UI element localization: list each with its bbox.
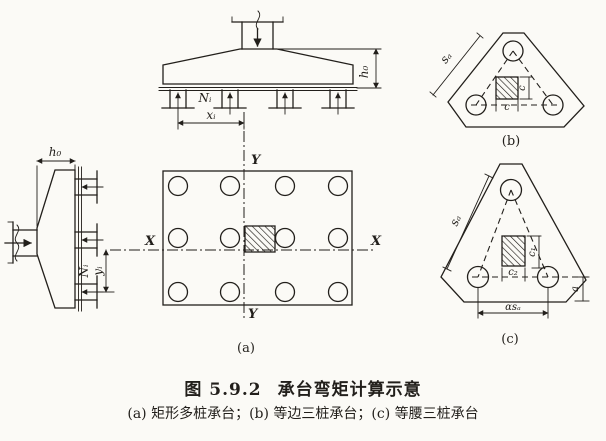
- c1-label: c₁: [527, 247, 538, 257]
- break-mark: [255, 10, 261, 30]
- pile-circles: [466, 178, 560, 289]
- c1-dimension: c₁: [526, 235, 546, 269]
- yi-dimension: Nᵢ yᵢ: [77, 249, 115, 293]
- figure-number: 图 5.9.2: [184, 380, 262, 400]
- edge-distance-label: a: [570, 286, 581, 292]
- pile-force-label: Nᵢ: [77, 264, 91, 279]
- pile: [213, 89, 247, 115]
- sa-dimension: sₐ: [429, 32, 484, 98]
- pile-tie-line: [477, 189, 512, 278]
- c-vertical-dimension: c: [517, 76, 533, 100]
- alpha-sa-dimension: αsₐ: [477, 287, 549, 319]
- column-section-hatched: [501, 235, 526, 267]
- edge-distance-dimension: a: [570, 276, 590, 302]
- sa-label: sₐ: [437, 49, 455, 66]
- pile: [74, 275, 104, 309]
- pile: [161, 89, 195, 115]
- sa-dimension: sₐ: [442, 173, 494, 272]
- xi-dimension: xᵢ: [177, 108, 245, 130]
- axis-y-label-bottom: Y: [248, 307, 259, 322]
- h0-label: h₀: [357, 66, 371, 79]
- c-label-vertical: c: [517, 85, 528, 91]
- column-stub: [4, 221, 38, 264]
- yi-label: yᵢ: [91, 266, 105, 277]
- h0-dimension-left: h₀: [36, 145, 76, 227]
- column-stub: [231, 10, 284, 50]
- pile-tie-line: [475, 50, 514, 106]
- subfigure-tag-c: (c): [501, 332, 518, 347]
- pile: [74, 223, 104, 257]
- figure-caption: 图 5.9.2 承台弯矩计算示意: [0, 375, 606, 400]
- pile-cap-outline: [36, 169, 76, 309]
- plan-view-rect-cap: Y Y X X (a): [110, 112, 382, 356]
- equilateral-three-pile-cap: c c sₐ (b): [429, 32, 585, 149]
- cap-outline: [447, 32, 585, 128]
- pile-tie-line: [510, 189, 549, 278]
- pile: [268, 89, 302, 115]
- figure-subcaption: (a) 矩形多桩承台；(b) 等边三桩承台；(c) 等腰三桩承台: [127, 406, 479, 422]
- pile-circles: [465, 40, 564, 116]
- figure-drawing: Nᵢ xᵢ h₀: [4, 10, 590, 356]
- cap-plan-outline: [162, 170, 353, 306]
- column-section-hatched: [244, 225, 276, 253]
- alpha-sa-label: αsₐ: [505, 302, 521, 313]
- xi-label: xᵢ: [206, 108, 216, 122]
- sa-label: sₐ: [447, 213, 464, 228]
- c2-dimension: c₂: [501, 267, 526, 282]
- pile-cap-outline: [162, 48, 354, 85]
- h0-label: h₀: [49, 145, 62, 159]
- pile-tie-line: [512, 50, 554, 106]
- elevation-view-top: Nᵢ xᵢ h₀: [158, 10, 382, 130]
- subfigure-tag-b: (b): [502, 134, 520, 149]
- pile: [321, 89, 355, 115]
- axis-y-label-top: Y: [251, 153, 262, 168]
- column-section-hatched: [495, 76, 519, 100]
- pile-circles: [167, 175, 349, 303]
- pile: [74, 170, 104, 204]
- c2-label: c₂: [508, 267, 518, 278]
- pile-row: [161, 89, 355, 115]
- c-label-horizontal: c: [504, 102, 510, 113]
- isosceles-three-pile-cap: c₁ c₂ sₐ αsₐ a (c): [440, 163, 590, 347]
- c-horizontal-dimension: c: [495, 97, 519, 113]
- axis-x-label-right: X: [370, 234, 382, 249]
- pile-force-label: Nᵢ: [198, 91, 213, 105]
- elevation-view-left: h₀ Nᵢ yᵢ: [4, 145, 115, 312]
- pile-row: [74, 170, 104, 309]
- cap-outline: [440, 163, 587, 303]
- figure-title: 承台弯矩计算示意: [277, 380, 422, 400]
- subfigure-tag-a: (a): [237, 341, 255, 356]
- h0-dimension-top: h₀: [276, 48, 382, 89]
- axis-x-label-left: X: [144, 234, 156, 249]
